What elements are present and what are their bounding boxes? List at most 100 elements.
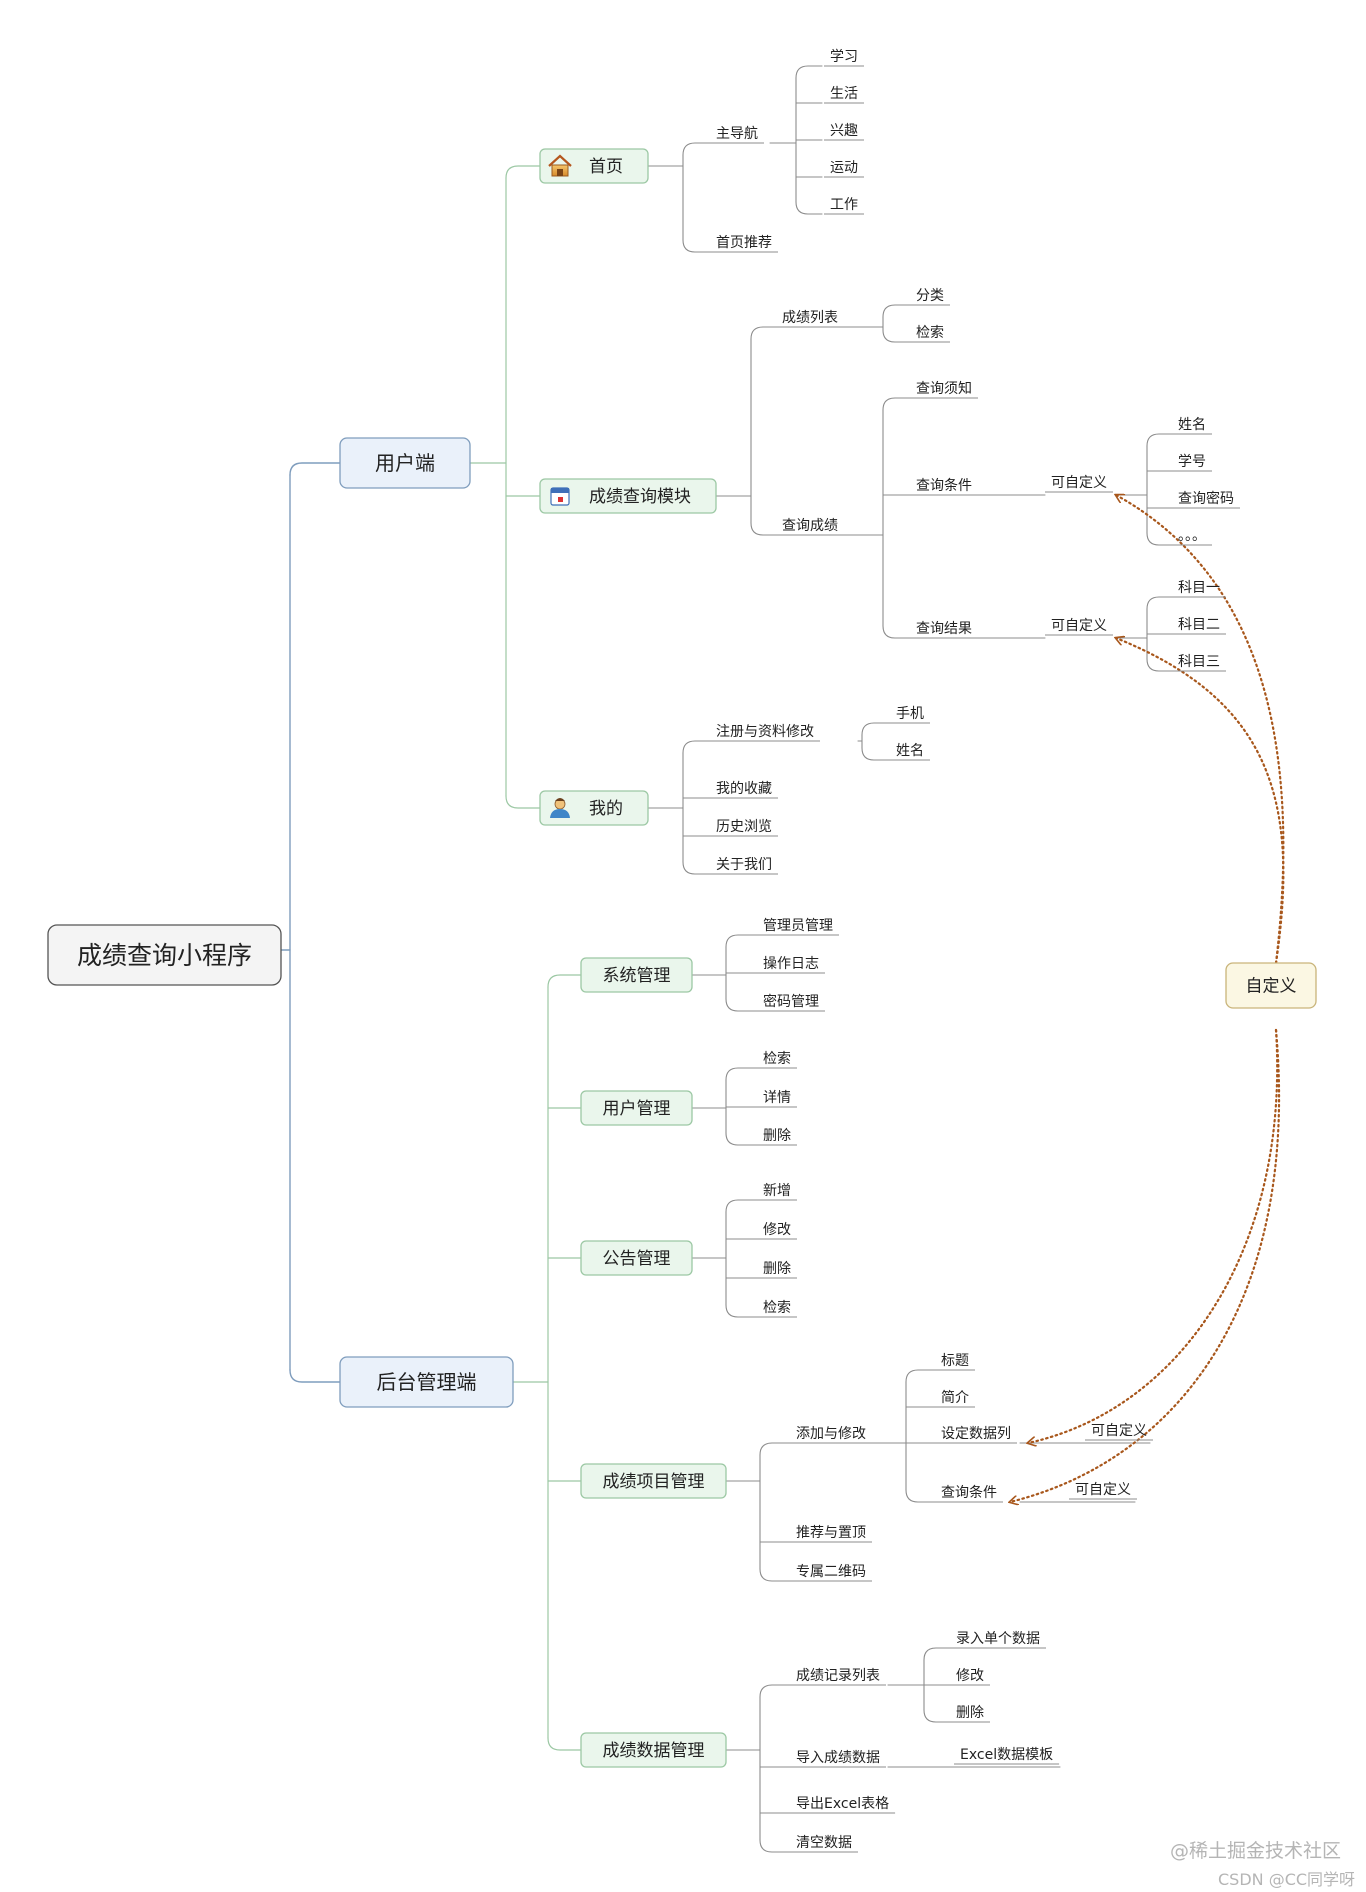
admin-side-node[interactable]: 后台管理端 xyxy=(339,1356,514,1408)
query-conditions-custom[interactable]: 可自定义 xyxy=(1045,475,1113,493)
query-module-node[interactable]: 成绩查询模块 xyxy=(539,478,717,514)
svg-text:详情: 详情 xyxy=(763,1090,791,1106)
home-node-label: 首页 xyxy=(589,157,623,177)
home-recommend[interactable]: 首页推荐 xyxy=(710,235,778,253)
query-score-label[interactable]: 查询成绩 xyxy=(776,518,844,536)
clear-data[interactable]: 清空数据 xyxy=(790,1835,858,1853)
svg-text:科目一: 科目一 xyxy=(1178,580,1220,596)
arrow-to-query-conditions xyxy=(1116,495,1285,965)
system-item-admin[interactable]: 管理员管理 xyxy=(757,918,839,936)
admin-side-node-label: 后台管理端 xyxy=(377,1370,477,1394)
mine-history[interactable]: 历史浏览 xyxy=(710,819,778,837)
export-excel[interactable]: 导出Excel表格 xyxy=(790,1796,896,1814)
project-mgmt-node[interactable]: 成绩项目管理 xyxy=(580,1463,727,1499)
result-subject-1[interactable]: 科目一 xyxy=(1172,580,1226,598)
user-side-node[interactable]: 用户端 xyxy=(339,437,471,489)
query-conditions-label[interactable]: 查询条件 xyxy=(910,477,978,496)
score-list-label[interactable]: 成绩列表 xyxy=(776,310,844,328)
nav-item-work[interactable]: 工作 xyxy=(824,197,864,215)
svg-text:删除: 删除 xyxy=(956,1705,984,1721)
svg-text:操作日志: 操作日志 xyxy=(763,956,819,972)
project-columns[interactable]: 设定数据列 xyxy=(935,1426,1017,1444)
register-phone[interactable]: 手机 xyxy=(890,706,930,724)
notice-item-delete[interactable]: 删除 xyxy=(757,1261,797,1279)
nav-item-study[interactable]: 学习 xyxy=(824,49,864,67)
svg-text:导入成绩数据: 导入成绩数据 xyxy=(796,1750,880,1766)
svg-text:删除: 删除 xyxy=(763,1261,791,1277)
condition-more[interactable]: 。。。 xyxy=(1172,528,1212,546)
root-node[interactable]: 成绩查询小程序 xyxy=(47,924,282,986)
query-notice[interactable]: 查询须知 xyxy=(910,380,978,399)
svg-text:可自定义: 可自定义 xyxy=(1051,475,1107,491)
user-mgmt-node[interactable]: 用户管理 xyxy=(580,1090,693,1126)
query-results-custom[interactable]: 可自定义 xyxy=(1045,618,1113,636)
project-intro[interactable]: 简介 xyxy=(935,1389,975,1408)
mine-about[interactable]: 关于我们 xyxy=(710,857,778,875)
condition-password[interactable]: 查询密码 xyxy=(1172,490,1240,509)
project-conditions-custom[interactable]: 可自定义 xyxy=(1069,1482,1137,1500)
import-template[interactable]: Excel数据模板 xyxy=(954,1747,1060,1765)
condition-name[interactable]: 姓名 xyxy=(1172,417,1212,435)
custom-node-label: 自定义 xyxy=(1246,977,1297,997)
svg-text:设定数据列: 设定数据列 xyxy=(941,1426,1011,1442)
svg-text:生活: 生活 xyxy=(830,86,858,102)
notice-mgmt-node[interactable]: 公告管理 xyxy=(580,1240,693,1276)
records-item-single[interactable]: 录入单个数据 xyxy=(950,1631,1046,1649)
user-item-detail[interactable]: 详情 xyxy=(757,1090,797,1108)
register-name[interactable]: 姓名 xyxy=(890,743,930,761)
svg-text:查询条件: 查询条件 xyxy=(916,477,972,494)
list-item-search[interactable]: 检索 xyxy=(910,324,950,343)
svg-text:主导航: 主导航 xyxy=(716,126,758,142)
svg-text:查询密码: 查询密码 xyxy=(1178,490,1234,507)
nav-item-sport[interactable]: 运动 xyxy=(824,160,864,178)
records-label[interactable]: 成绩记录列表 xyxy=(790,1668,886,1686)
svg-text:密码管理: 密码管理 xyxy=(763,993,819,1010)
svg-text:可自定义: 可自定义 xyxy=(1075,1482,1131,1498)
user-item-delete[interactable]: 删除 xyxy=(757,1128,797,1146)
svg-text:标题: 标题 xyxy=(941,1353,969,1369)
house-icon xyxy=(548,154,572,177)
records-item-delete[interactable]: 删除 xyxy=(950,1705,990,1723)
watermark-csdn: CSDN @CC同学呀 xyxy=(1218,1870,1356,1889)
mine-favorites[interactable]: 我的收藏 xyxy=(710,781,778,799)
project-conditions[interactable]: 查询条件 xyxy=(935,1484,1003,1503)
mine-node-label: 我的 xyxy=(589,799,623,819)
main-nav-label[interactable]: 主导航 xyxy=(710,126,764,144)
svg-text:新增: 新增 xyxy=(763,1183,791,1199)
register-label[interactable]: 注册与资料修改 xyxy=(710,724,820,742)
data-mgmt-node[interactable]: 成绩数据管理 xyxy=(580,1732,727,1768)
import-label[interactable]: 导入成绩数据 xyxy=(790,1750,886,1768)
notice-item-add[interactable]: 新增 xyxy=(757,1183,797,1201)
project-qrcode[interactable]: 专属二维码 xyxy=(790,1564,872,1582)
notice-item-search[interactable]: 检索 xyxy=(757,1299,797,1318)
list-item-category[interactable]: 分类 xyxy=(910,288,950,306)
svg-text:可自定义: 可自定义 xyxy=(1091,1423,1147,1439)
project-edit-label[interactable]: 添加与修改 xyxy=(790,1426,872,1444)
svg-text:我的收藏: 我的收藏 xyxy=(716,781,772,797)
project-columns-custom[interactable]: 可自定义 xyxy=(1085,1423,1153,1441)
svg-text:检索: 检索 xyxy=(763,1050,791,1067)
notice-item-edit[interactable]: 修改 xyxy=(757,1222,797,1240)
result-subject-2[interactable]: 科目二 xyxy=(1172,617,1226,635)
root-node-label: 成绩查询小程序 xyxy=(77,941,252,970)
query-results-label[interactable]: 查询结果 xyxy=(910,621,978,639)
nav-item-life[interactable]: 生活 xyxy=(824,86,864,104)
system-item-log[interactable]: 操作日志 xyxy=(757,956,825,974)
user-item-search[interactable]: 检索 xyxy=(757,1050,797,1069)
records-item-edit[interactable]: 修改 xyxy=(950,1668,990,1686)
svg-text:删除: 删除 xyxy=(763,1128,791,1144)
system-mgmt-node[interactable]: 系统管理 xyxy=(580,957,693,993)
svg-text:工作: 工作 xyxy=(830,197,858,213)
project-title[interactable]: 标题 xyxy=(935,1353,975,1371)
project-pin[interactable]: 推荐与置顶 xyxy=(790,1525,872,1543)
svg-text:手机: 手机 xyxy=(896,706,924,722)
svg-text:查询结果: 查询结果 xyxy=(916,621,972,637)
mine-node[interactable]: 我的 xyxy=(539,790,649,826)
custom-node[interactable]: 自定义 xyxy=(1225,962,1317,1009)
system-item-password[interactable]: 密码管理 xyxy=(757,993,825,1012)
condition-student-id[interactable]: 学号 xyxy=(1172,454,1212,472)
home-node[interactable]: 首页 xyxy=(539,148,649,184)
result-subject-3[interactable]: 科目三 xyxy=(1172,654,1226,672)
svg-text:首页推荐: 首页推荐 xyxy=(716,235,772,251)
nav-item-interest[interactable]: 兴趣 xyxy=(824,123,864,141)
